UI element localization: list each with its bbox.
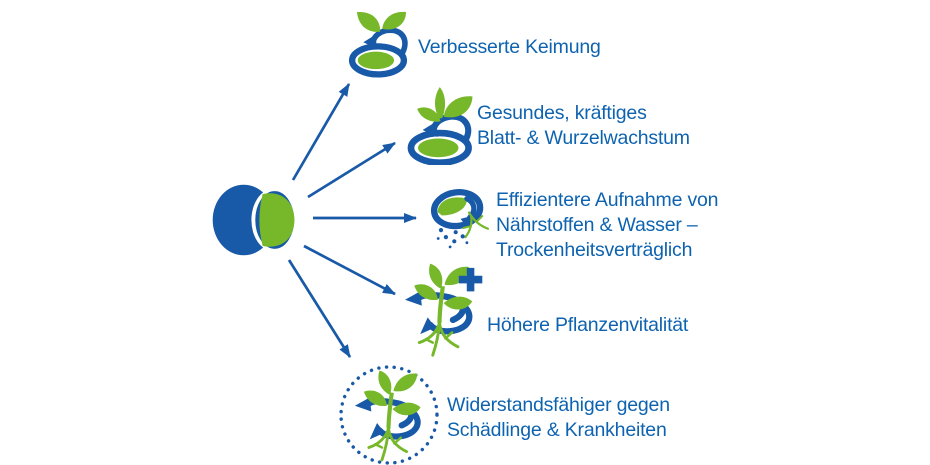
label-line: Verbesserte Keimung xyxy=(418,36,601,58)
sprout-germination-icon xyxy=(348,11,408,78)
plant-vitality-plus-icon xyxy=(400,261,483,362)
benefit-label-plant-vitality: Höhere Pflanzenvitalität xyxy=(487,313,688,338)
arrow-to-germination xyxy=(291,83,351,181)
pest-disease-resistance-icon xyxy=(339,365,439,465)
label-line: Gesundes, kräftiges xyxy=(477,102,647,124)
coated-seed-icon xyxy=(212,184,295,256)
nutrient-water-uptake-icon xyxy=(430,189,490,249)
sprout-growth-icon xyxy=(407,87,473,165)
arrow-to-plant-vitality xyxy=(303,244,396,296)
label-line: Effizientere Aufnahme von xyxy=(496,189,719,211)
benefit-label-nutrient-water-uptake: Effizientere Aufnahme von Nährstoffen & … xyxy=(496,188,718,263)
label-line: Schädlinge & Krankheiten xyxy=(447,419,667,441)
label-line: Höhere Pflanzenvitalität xyxy=(487,314,689,336)
label-line: Trockenheitsverträglich xyxy=(496,239,693,261)
nutrient-dots xyxy=(436,223,469,249)
protection-dotted-circle xyxy=(339,365,439,465)
benefit-label-germination: Verbesserte Keimung xyxy=(418,36,601,59)
label-line: Nährstoffen & Wasser – xyxy=(496,214,698,236)
label-line: Blatt- & Wurzelwachstum xyxy=(477,127,690,149)
arrow-to-leaf-root-growth xyxy=(307,141,396,199)
arrow-to-pest-resistance xyxy=(287,259,352,358)
benefit-label-leaf-root-growth: Gesundes, kräftiges Blatt- & Wurzelwachs… xyxy=(477,101,690,151)
label-line: Widerstandsfähiger gegen xyxy=(447,394,670,416)
benefit-label-pest-resistance: Widerstandsfähiger gegen Schädlinge & Kr… xyxy=(447,393,670,443)
plus-icon xyxy=(458,267,483,292)
